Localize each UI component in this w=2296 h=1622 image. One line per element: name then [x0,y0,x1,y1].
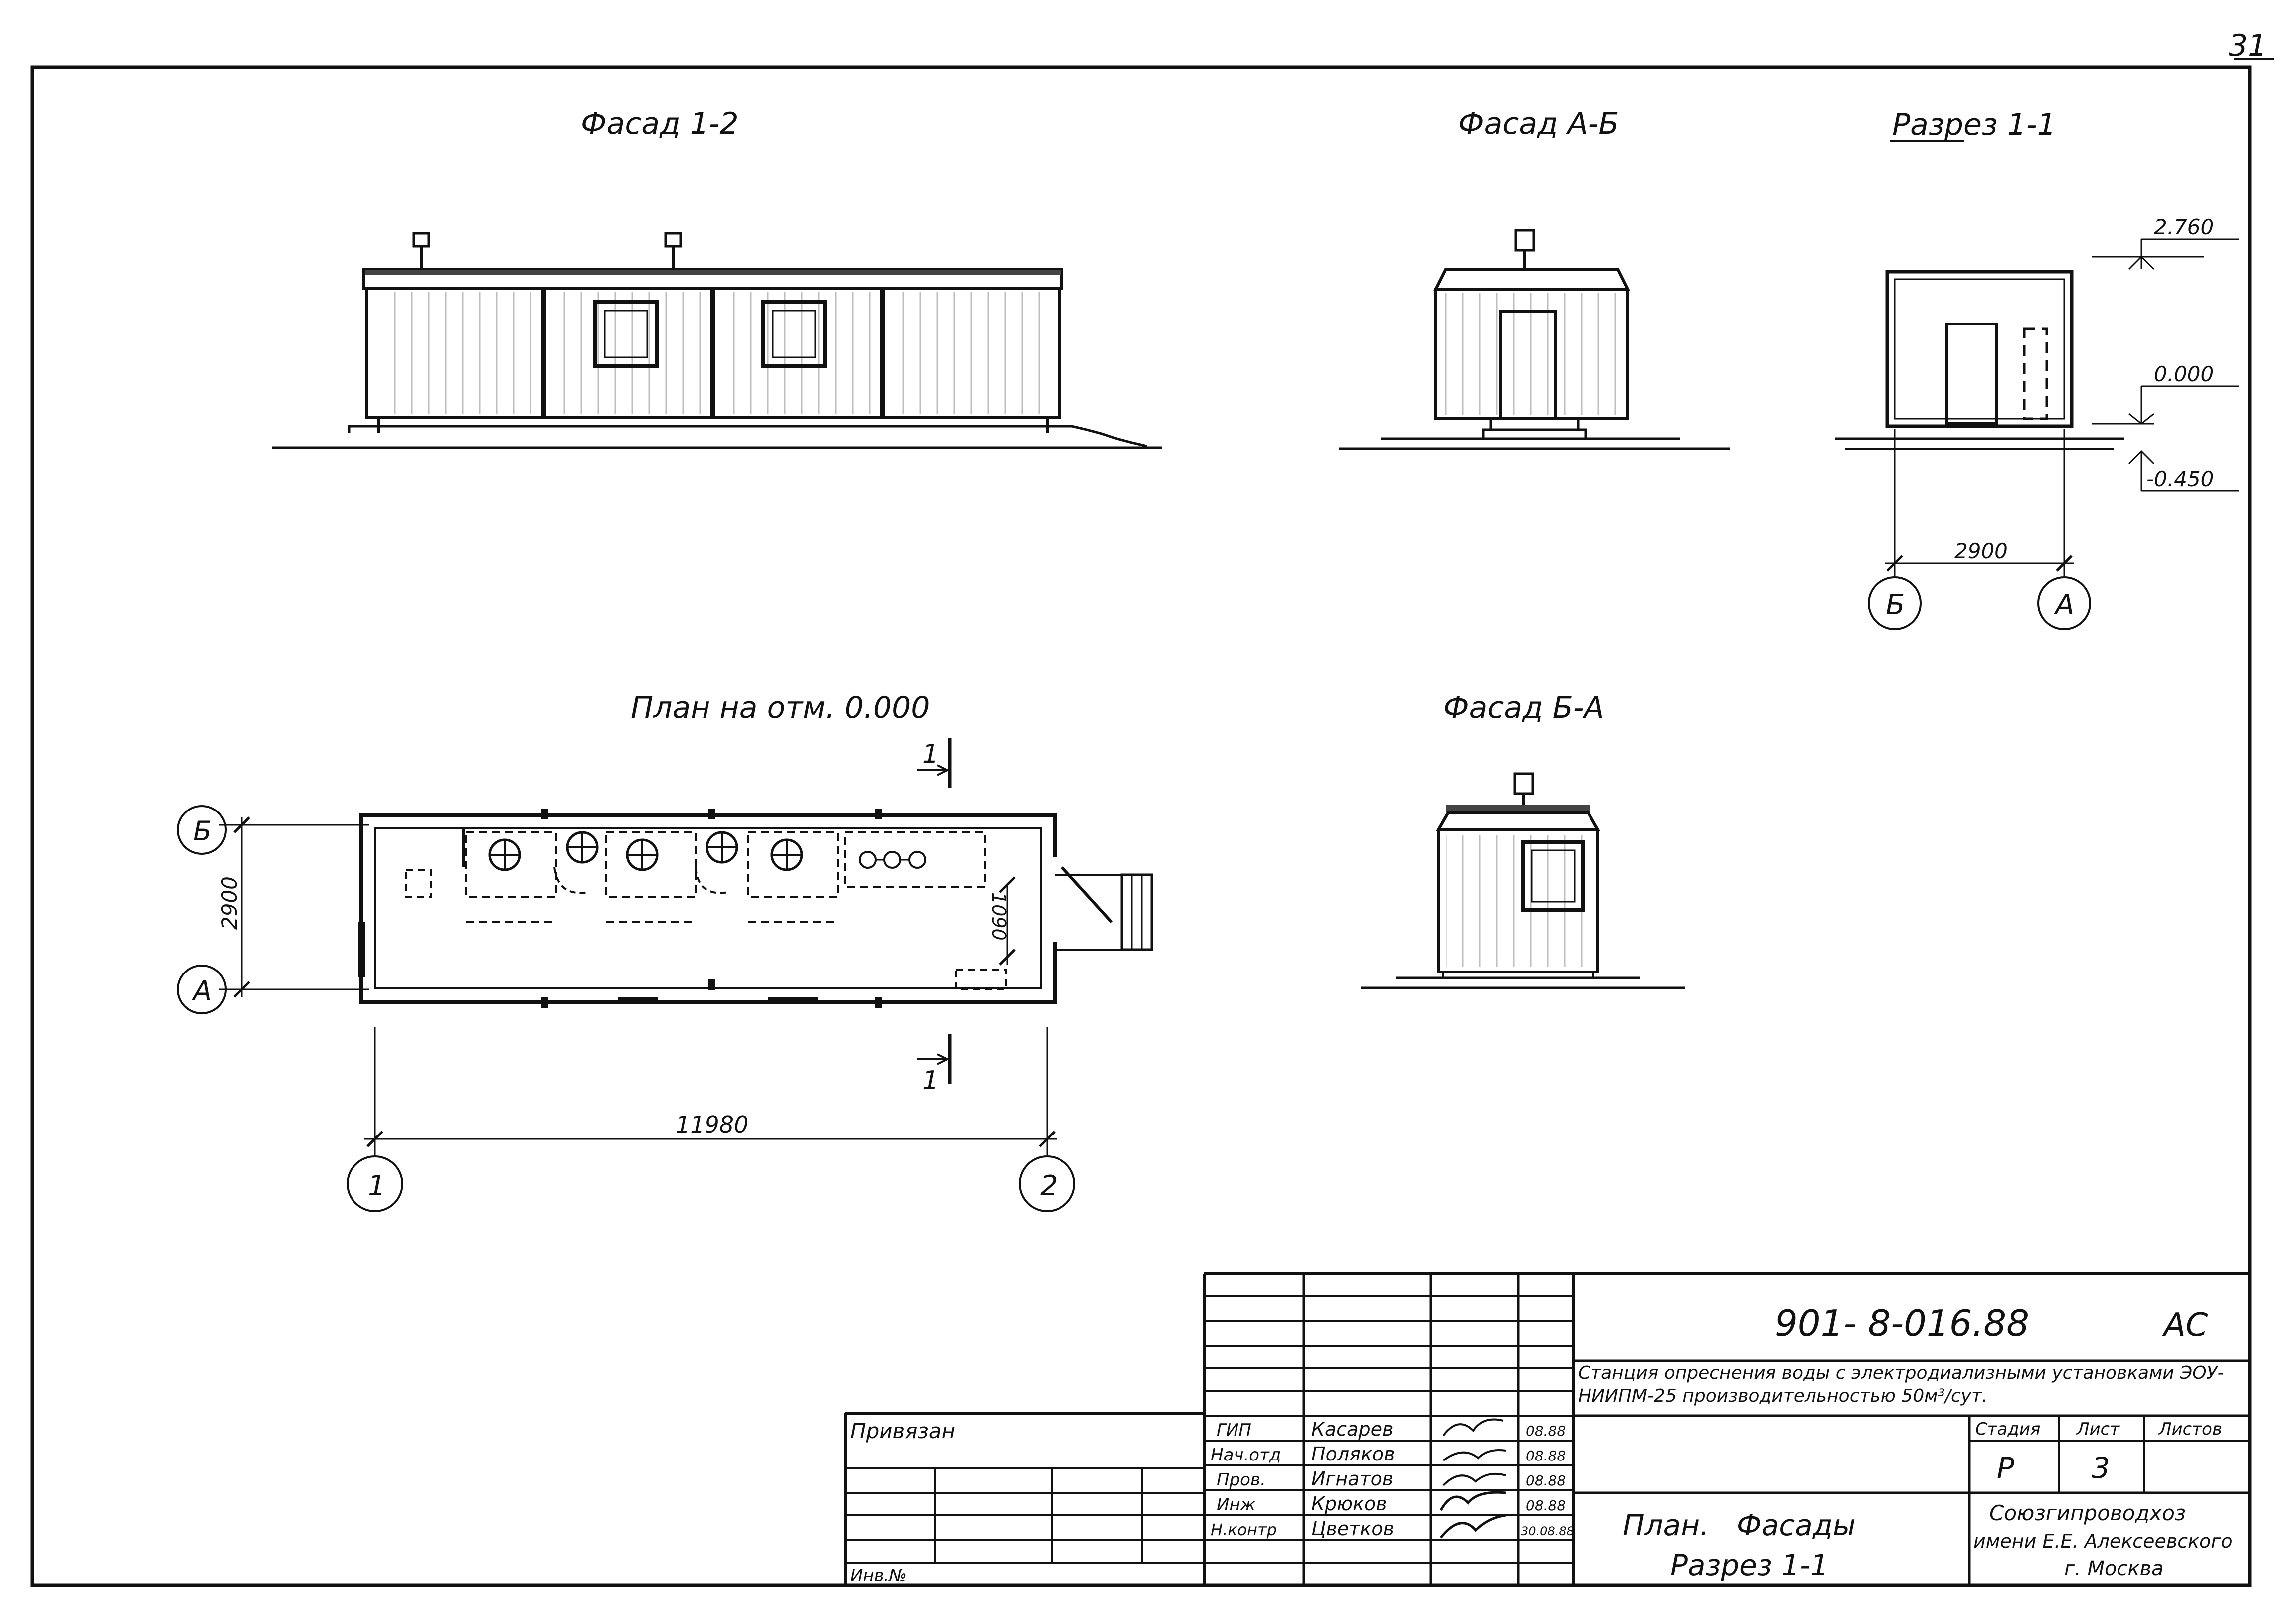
drawing-title-line-2: Разрез 1-1 [1670,1548,1829,1582]
plan-cut-mark-bottom: 1 [922,1066,939,1096]
drawing-title-line-1: План. Фасады [1623,1508,1856,1542]
elevation-zero: 0.000 [2154,362,2214,386]
plan-width-dim: 2900 [217,876,242,930]
elevation-ground: -0.450 [2146,467,2214,491]
plan-cut-mark-top: 1 [922,739,939,769]
facade-a-b-title: Фасад А-Б [1458,106,1619,141]
org-line-1: Союзгипроводхоз [1989,1501,2186,1525]
section-width-dim: 2900 [1954,539,2008,563]
signature-name: Касарев [1311,1418,1393,1440]
signature-row: ГИП Касарев 08.88 [1217,1418,1566,1440]
section-axis-left: Б [1886,589,1905,621]
facade-1-2: Фасад 1-2 [272,106,1162,449]
project-title: Станция опреснения воды с электродиализн… [1578,1363,2224,1406]
plan-length-dim: 11980 [676,1111,748,1138]
section-1-1-title: Разрез 1-1 [1892,107,2056,142]
doc-code: 901- 8-016.88 [1775,1302,2029,1344]
sheet-value: 3 [2092,1451,2110,1485]
signature-row: Пров. Игнатов 08.88 [1217,1468,1566,1490]
signature-role: Нач.отд [1211,1445,1281,1465]
facade-1-2-title: Фасад 1-2 [581,106,739,141]
section-1-1: Разрез 1-1 2.760 0.000 -0.450 2900 Б А [1835,107,2239,630]
signature-date: 30.08.88 [1521,1524,1574,1538]
stage-value: Р [1997,1451,2014,1485]
plan-view: План на отм. 0.000 [177,690,1153,1212]
plan-door-dim: 1090 [988,892,1010,941]
sheet-mark: АС [2162,1307,2208,1344]
signature-date: 08.88 [1526,1448,1566,1464]
plan-axis-bottom: А [192,975,212,1006]
privyazan-label: Привязан [850,1419,955,1443]
elevation-top: 2.760 [2154,215,2214,239]
plan-axis-left: 1 [368,1170,386,1202]
signature-role: Н.контр [1211,1520,1277,1539]
plan-axis-top: Б [193,815,212,847]
signature-date: 08.88 [1526,1423,1566,1439]
signature-name: Игнатов [1311,1468,1393,1490]
plan-title: План на отм. 0.000 [631,690,930,725]
signature-role: Инж [1217,1495,1256,1515]
sheets-header: Листов [2158,1419,2222,1439]
signature-role: ГИП [1217,1420,1251,1440]
section-axis-right: А [2054,589,2074,621]
org-line-2: имени Е.Е. Алексеевского [1973,1530,2233,1552]
signature-date: 08.88 [1526,1497,1566,1514]
sheet-header: Лист [2076,1419,2120,1439]
signature-name: Поляков [1311,1443,1395,1465]
org-line-3: г. Москва [2064,1557,2164,1580]
title-block: 901- 8-016.88 АС Станция опреснения воды… [844,1272,2250,1586]
signature-date: 08.88 [1526,1472,1566,1489]
signature-name: Цветков [1311,1518,1394,1540]
facade-a-b: Фасад А-Б [1339,106,1730,450]
signature-role: Пров. [1217,1470,1266,1490]
facade-b-a-title: Фасад Б-А [1443,690,1604,725]
plan-axis-right: 2 [1040,1170,1058,1202]
sheet-frame: 31 [30,28,2274,1587]
facade-b-a: Фасад Б-А [1361,690,1685,989]
page-number: 31 [2229,28,2267,63]
signature-row: Инж Крюков 08.88 [1217,1491,1566,1515]
inv-no-label: Инв.№ [850,1566,907,1586]
signature-row: Нач.отд Поляков 08.88 [1211,1443,1566,1465]
signature-row: Н.контр Цветков 30.08.88 [1211,1514,1574,1540]
stage-header: Стадия [1975,1419,2040,1439]
signature-name: Крюков [1311,1493,1387,1515]
